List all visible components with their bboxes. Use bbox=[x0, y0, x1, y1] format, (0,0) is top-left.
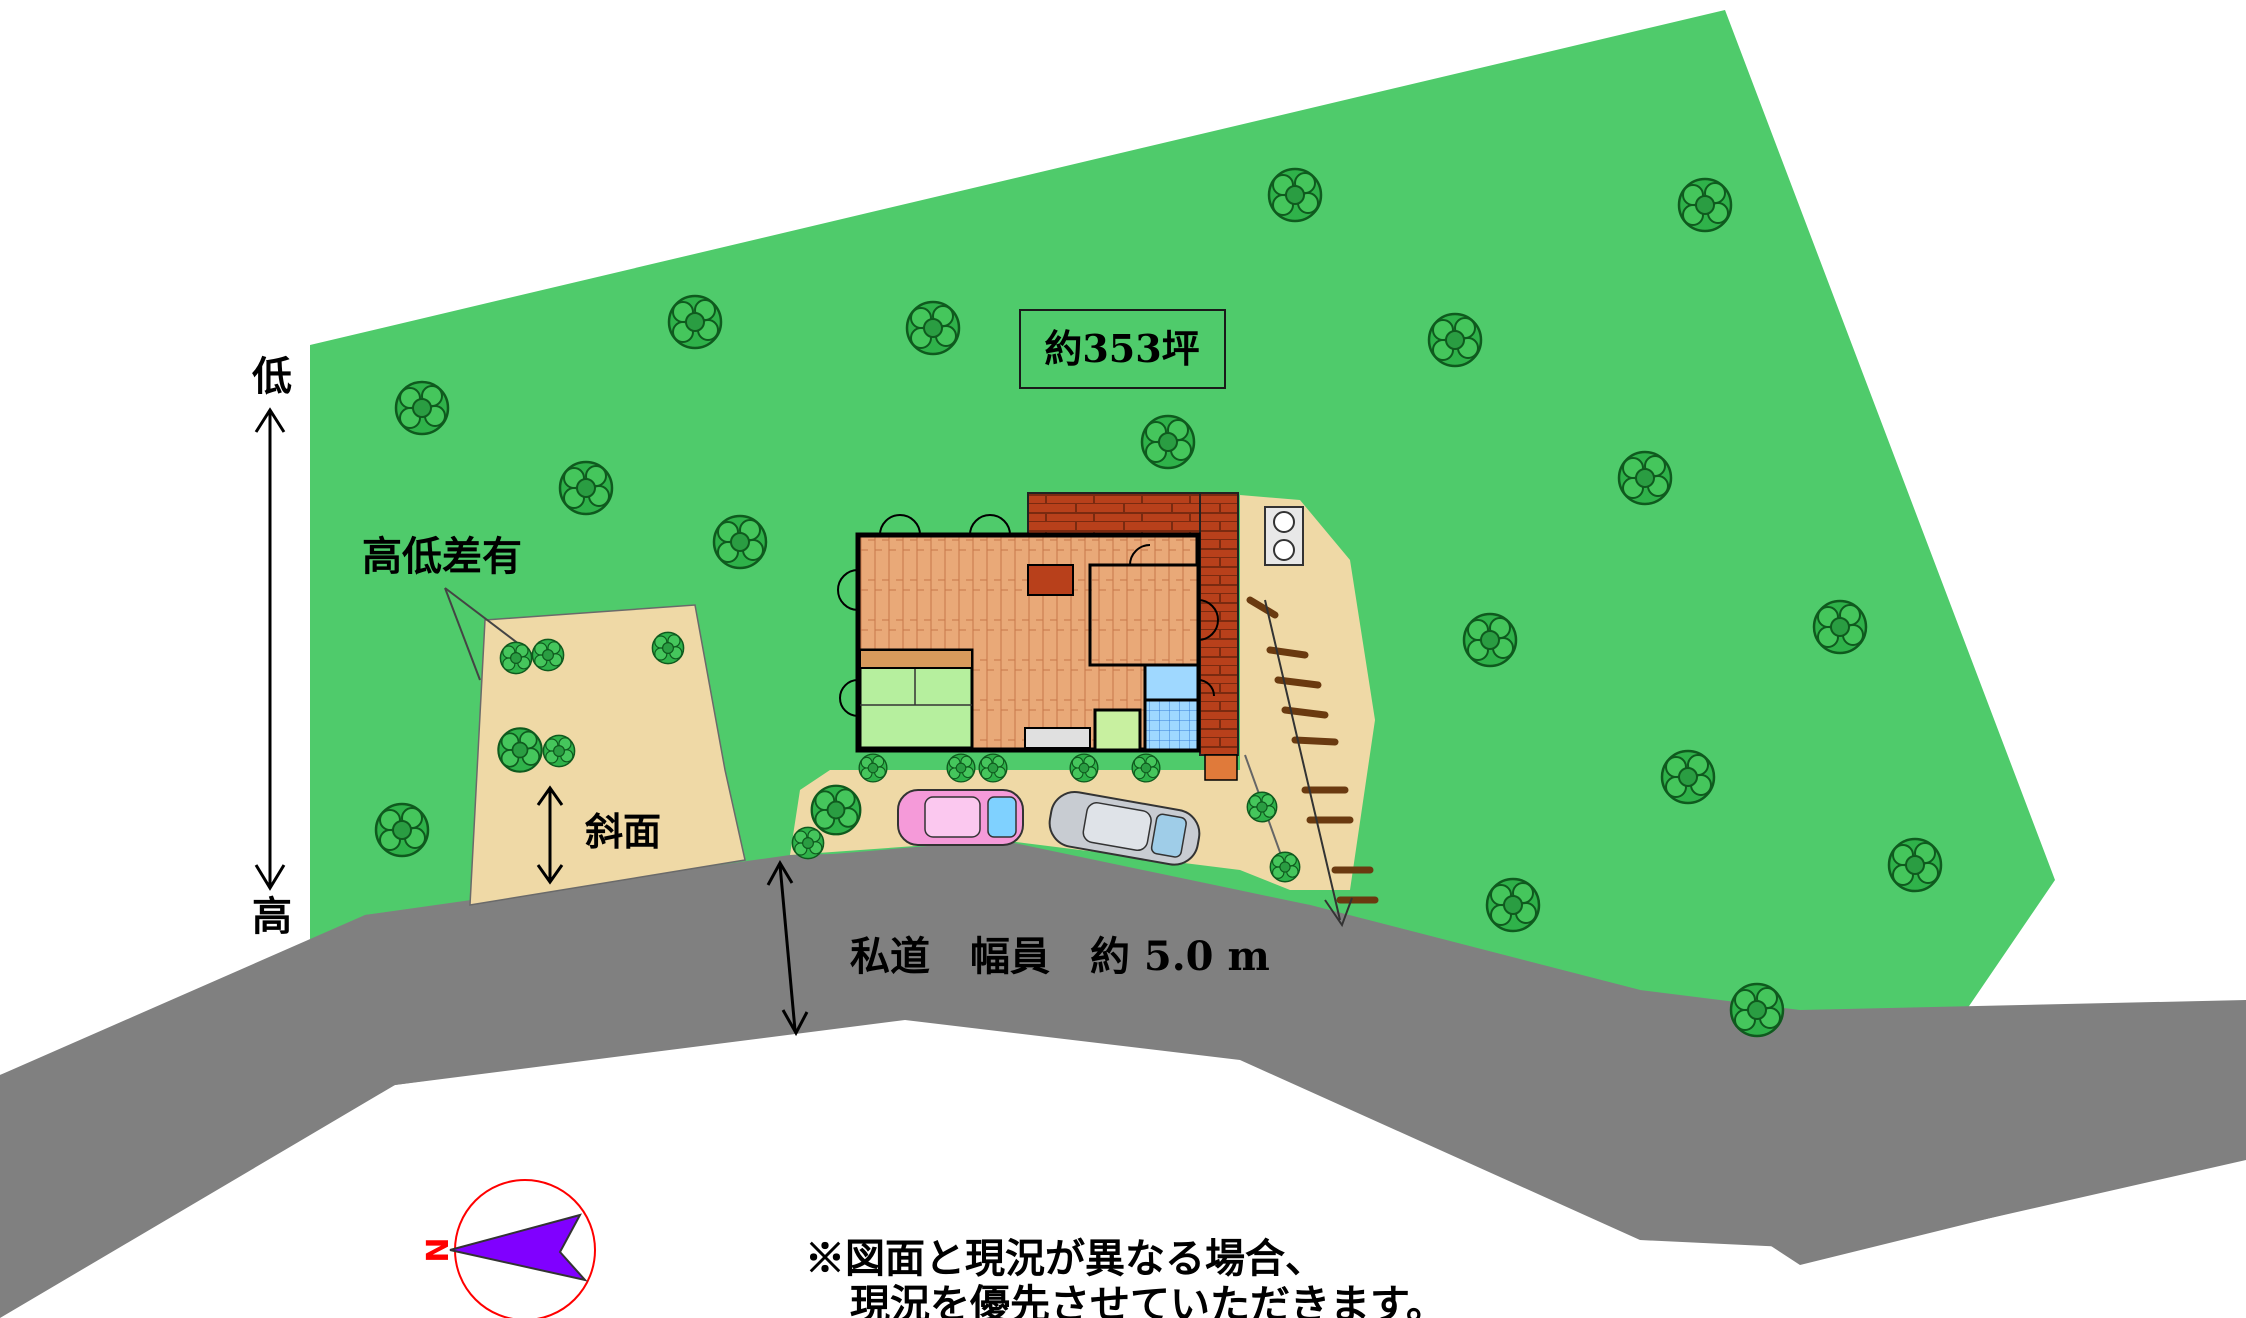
tree-icon bbox=[1485, 877, 1541, 933]
kitchen-counter bbox=[1024, 727, 1091, 749]
compass: N bbox=[421, 1179, 596, 1318]
tree-icon bbox=[531, 638, 565, 672]
ac-fan-icon bbox=[1273, 539, 1295, 561]
road-width-arrowhead bbox=[766, 859, 809, 1037]
elevation-arrowhead-top bbox=[254, 407, 286, 433]
area-label: 約353坪 bbox=[1044, 326, 1199, 371]
tree-icon bbox=[810, 784, 862, 836]
pink-car-icon bbox=[897, 789, 1024, 846]
entry-step bbox=[1204, 754, 1238, 781]
bedroom bbox=[1088, 563, 1200, 667]
tree-icon bbox=[858, 753, 888, 783]
house-floorplan bbox=[837, 514, 1238, 781]
slope-area bbox=[469, 604, 746, 906]
leader-line bbox=[444, 587, 481, 681]
area-label-box bbox=[1019, 309, 1226, 389]
bathroom bbox=[1143, 698, 1200, 752]
tree-icon bbox=[1427, 312, 1483, 368]
tree-icon bbox=[667, 294, 723, 350]
tree-icon bbox=[946, 753, 976, 783]
tree-icon bbox=[1677, 177, 1733, 233]
elevation-low-label: 低 bbox=[252, 353, 292, 400]
compass-north-label: N bbox=[421, 1237, 456, 1262]
road-label: 私道 幅員 約 5.0 m bbox=[850, 933, 1270, 980]
road-shape bbox=[0, 840, 2246, 1265]
elevation-high-label: 高 bbox=[252, 893, 292, 940]
ac-fan-icon bbox=[1273, 511, 1295, 533]
garden-steps bbox=[1246, 596, 1379, 904]
tree-icon bbox=[1246, 791, 1278, 823]
wood-deck-side bbox=[1199, 492, 1239, 756]
height-difference-label: 高低差有 bbox=[362, 533, 522, 580]
road-width-arrow bbox=[778, 864, 797, 1031]
tree-icon bbox=[1887, 837, 1943, 893]
tree-icon bbox=[712, 514, 768, 570]
tree-icon bbox=[542, 734, 576, 768]
tree-icon bbox=[905, 300, 961, 356]
tree-icon bbox=[558, 460, 614, 516]
garden-path-arrowhead bbox=[1324, 897, 1353, 928]
tree-icon bbox=[1462, 612, 1518, 668]
tree-icon bbox=[1131, 753, 1161, 783]
notice-line-1: ※図面と現況が異なる場合、 bbox=[805, 1235, 1325, 1282]
silver-car-icon bbox=[1048, 791, 1201, 866]
tree-icon bbox=[651, 631, 685, 665]
slope-label: 斜面 bbox=[585, 809, 661, 854]
tree-icon bbox=[374, 802, 430, 858]
garden-path-arrow bbox=[1264, 599, 1341, 921]
tree-icon bbox=[978, 753, 1008, 783]
tree-icon bbox=[497, 727, 543, 773]
washroom bbox=[1143, 663, 1200, 702]
tree-icon bbox=[1069, 753, 1099, 783]
notice-line-2: 現況を優先させていただきます。 bbox=[850, 1281, 1446, 1318]
stair-block bbox=[1027, 564, 1074, 596]
tree-icon bbox=[791, 826, 825, 860]
tree-icon bbox=[1617, 450, 1673, 506]
slope-arrowhead bbox=[536, 785, 564, 885]
tree-icon bbox=[1140, 414, 1196, 470]
compass-needle-icon bbox=[449, 1213, 588, 1282]
tree-icon bbox=[499, 641, 533, 675]
tree-icon bbox=[1812, 599, 1868, 655]
elevation-arrowhead-bottom bbox=[254, 864, 286, 891]
tree-icon bbox=[1729, 982, 1785, 1038]
tree-icon bbox=[1269, 851, 1301, 883]
tree-icon bbox=[1267, 167, 1323, 223]
tatami-closet bbox=[859, 649, 973, 669]
tree-icon bbox=[1660, 749, 1716, 805]
toilet-room bbox=[1093, 708, 1142, 752]
tree-icon bbox=[394, 380, 450, 436]
